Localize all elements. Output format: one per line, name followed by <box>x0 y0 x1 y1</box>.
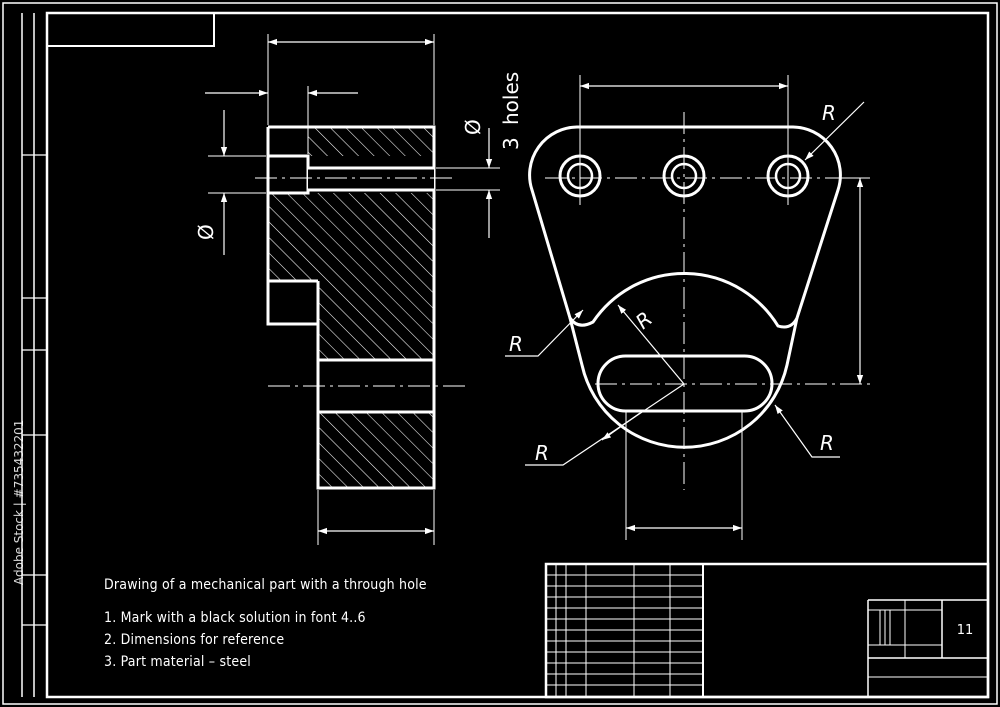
note-item-2: 2. Dimensions for reference <box>104 632 285 648</box>
title-block: 11 <box>544 562 990 699</box>
radius-label-left: R <box>509 332 523 356</box>
radius-label-bottom-right: R <box>820 431 834 455</box>
holes-count: 3 <box>499 137 523 150</box>
sheet-number: 11 <box>957 623 974 638</box>
note-item-3: 3. Part material – steel <box>104 654 251 670</box>
holes-word: holes <box>499 72 523 125</box>
counterbore-diameter-label: Ø <box>194 224 218 240</box>
radius-label-bottom-left: R <box>535 441 549 465</box>
hole-diameter-label: Ø <box>461 119 485 135</box>
front-view: R R R R R <box>505 75 870 540</box>
radius-label-center: R <box>631 307 657 334</box>
notes-title: Drawing of a mechanical part with a thro… <box>104 577 427 593</box>
stock-id: Adobe Stock | #735432201 <box>12 419 26 585</box>
radius-label-top-right: R <box>822 101 836 125</box>
note-item-1: 1. Mark with a black solution in font 4.… <box>104 610 366 626</box>
section-view: Ø Ø 3 holes <box>194 34 523 545</box>
